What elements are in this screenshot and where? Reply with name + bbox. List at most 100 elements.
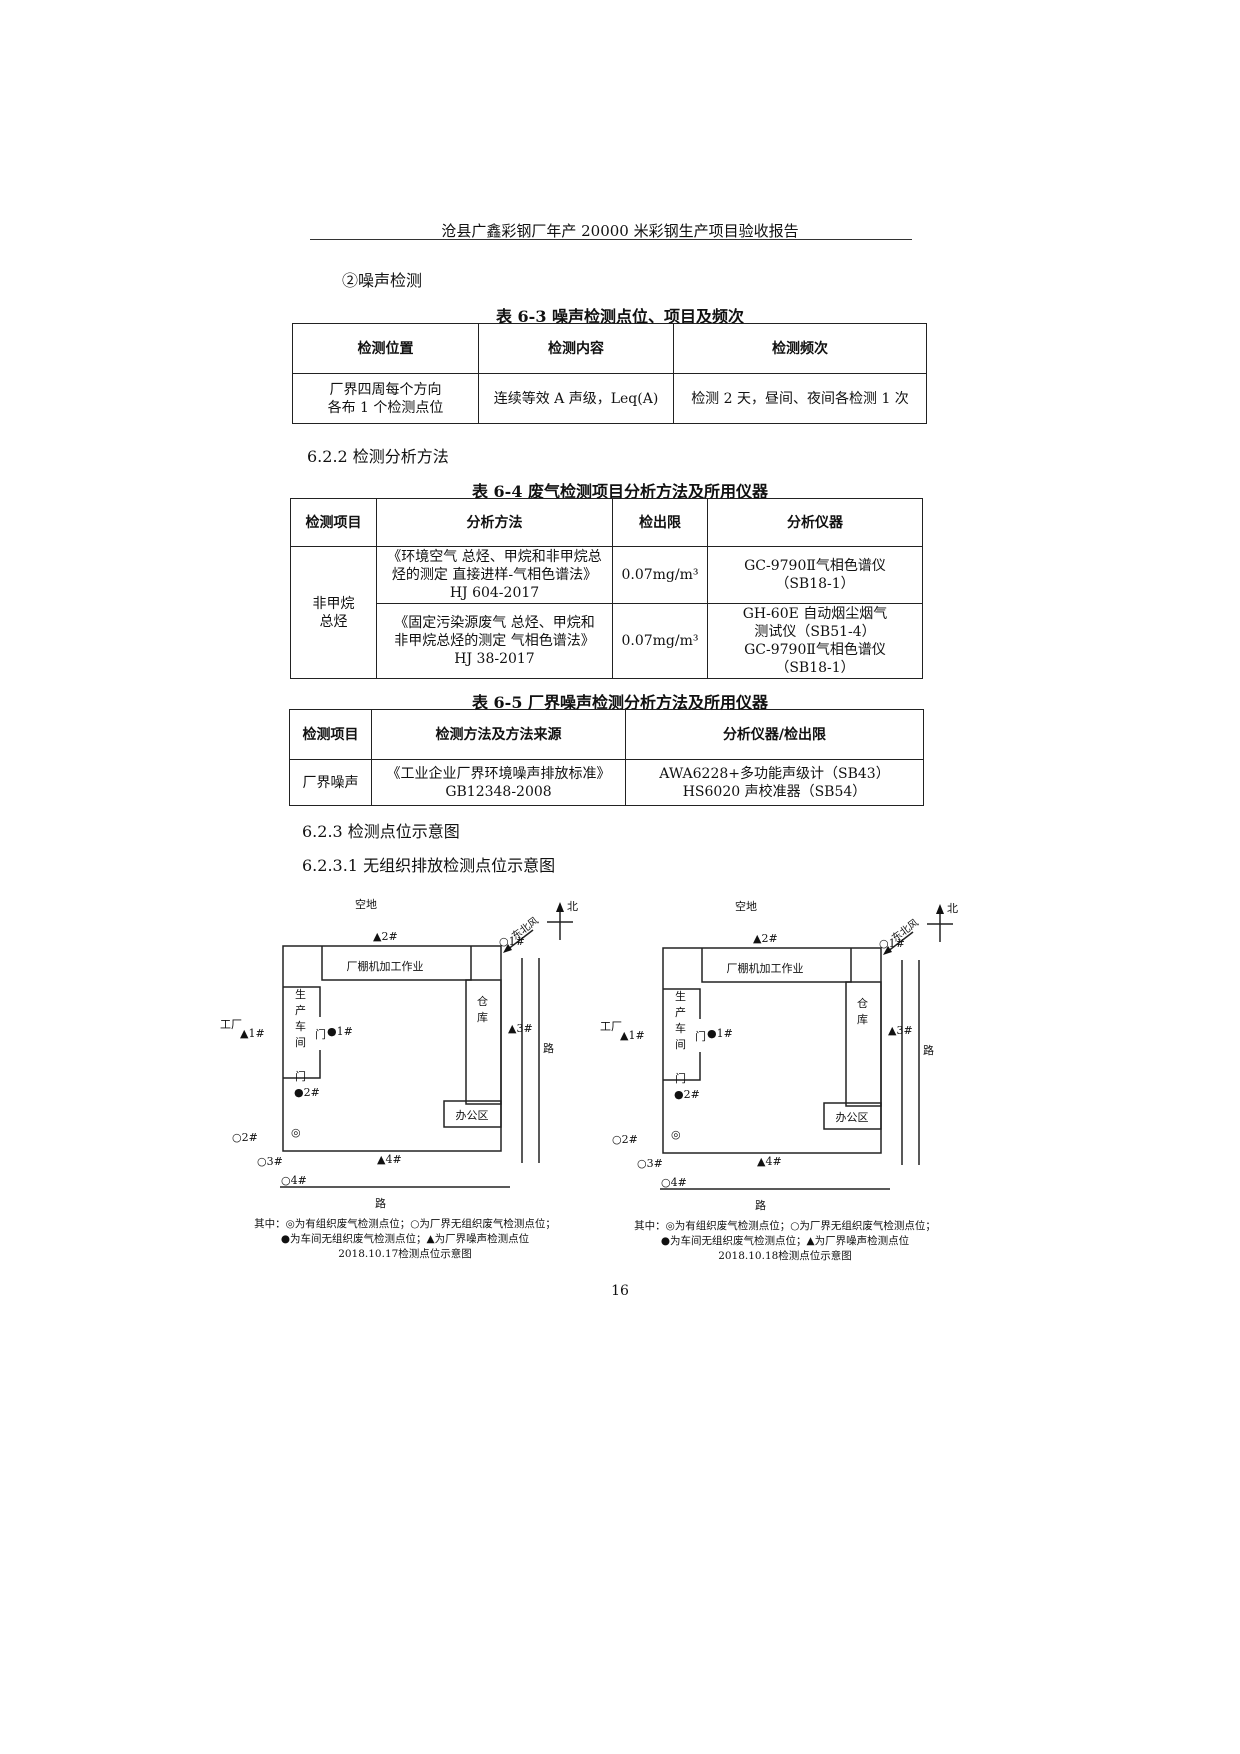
table-6-5: 检测项目 检测方法及方法来源 分析仪器/检出限 厂界噪声 《工业企业厂界环境噪声… — [289, 709, 924, 806]
boundary-point-1: ○1# — [499, 935, 525, 948]
wind-arrow-head — [883, 946, 892, 955]
table-6-4-method: 《固定污染源废气 总烃、甲烷和 非甲烷总烃的测定 气相色谱法》 HJ 38-20… — [376, 603, 613, 679]
table-6-3-location: 厂界四周每个方向 各布 1 个检测点位 — [292, 373, 479, 424]
stack-point: ◎ — [291, 1126, 301, 1139]
warehouse — [465, 979, 502, 1105]
shed-area — [701, 948, 852, 983]
shed-area — [321, 946, 472, 981]
sampling-diagram-2: 北 东北风 空地 厂棚机加工作业 生 产 车 间 仓 库 门 门 办公区 工厂 … — [600, 899, 958, 1262]
report-title: 沧县广鑫彩钢厂年产 20000 米彩钢生产项目验收报告 — [441, 222, 799, 240]
factory-label: 工厂 — [600, 1020, 622, 1033]
workshop-point-1: ●1# — [327, 1025, 353, 1038]
warehouse-label: 库 — [857, 1013, 868, 1026]
table-6-3-header: 检测频次 — [673, 323, 927, 374]
open-land-label: 空地 — [355, 897, 377, 911]
door-label: 门 — [675, 1071, 686, 1085]
section-6-2-2-title: 6.2.2 检测分析方法 — [307, 447, 449, 466]
workshop-label: 产 — [295, 1003, 306, 1017]
door-label: 门 — [695, 1029, 706, 1043]
table-6-5-header: 分析仪器/检出限 — [625, 709, 924, 760]
section-6-2-3-title: 6.2.3 检测点位示意图 — [302, 822, 460, 841]
workshop-label: 间 — [675, 1038, 686, 1051]
table-6-4-limit: 0.07mg/m³ — [612, 546, 708, 604]
wind-arrow-head — [503, 944, 512, 953]
workshop-label: 生 — [295, 987, 306, 1001]
road-right-label: 路 — [923, 1044, 934, 1057]
table-6-3-frequency: 检测 2 天，昼间、夜间各检测 1 次 — [673, 373, 927, 424]
boundary-point-3: ○3# — [637, 1157, 663, 1170]
workshop-wall — [663, 1052, 701, 1081]
table-6-4-caption: 表 6-4 废气检测项目分析方法及所用仪器 — [471, 482, 769, 501]
boundary-point-2: ○2# — [612, 1133, 638, 1146]
noise-point-2: ▲2# — [753, 932, 778, 945]
noise-point-3: ▲3# — [888, 1024, 913, 1037]
shed-label: 厂棚机加工作业 — [727, 961, 804, 975]
table-6-3: 检测位置 检测内容 检测频次 厂界四周每个方向 各布 1 个检测点位 连续等效 … — [292, 323, 927, 424]
wind-arrow — [506, 929, 534, 951]
table-6-5-item: 厂界噪声 — [289, 759, 372, 806]
noise-point-2: ▲2# — [373, 930, 398, 943]
header-rule — [310, 239, 912, 240]
road-bottom-label: 路 — [375, 1197, 386, 1210]
table-6-5-instrument: AWA6228+多功能声级计（SB43） HS6020 声校准器（SB54） — [625, 759, 924, 806]
wind-arrow — [886, 931, 914, 953]
table-6-4-header: 分析仪器 — [707, 498, 923, 547]
table-6-4-item: 非甲烷 总烃 — [290, 546, 377, 679]
legend-line-1: 其中：◎为有组织废气检测点位；○为厂界无组织废气检测点位； — [254, 1217, 556, 1230]
workshop-wall — [663, 988, 701, 1019]
workshop-label: 产 — [675, 1005, 686, 1019]
table-6-5-method: 《工业企业厂界环境噪声排放标准》 GB12348-2008 — [371, 759, 626, 806]
factory-label: 工厂 — [220, 1018, 242, 1031]
door-label: 门 — [295, 1069, 306, 1083]
legend-line-2: ●为车间无组织废气检测点位；▲为厂界噪声检测点位 — [661, 1234, 910, 1247]
section-6-2-3-1-title: 6.2.3.1 无组织排放检测点位示意图 — [302, 856, 556, 875]
noise-point-1: ▲1# — [240, 1027, 265, 1040]
warehouse-label: 仓 — [477, 994, 488, 1008]
legend-line-1: 其中：◎为有组织废气检测点位；○为厂界无组织废气检测点位； — [634, 1219, 936, 1232]
noise-point-4: ▲4# — [377, 1153, 402, 1166]
warehouse — [845, 981, 882, 1107]
workshop-wall — [283, 986, 321, 1017]
shed-label: 厂棚机加工作业 — [347, 959, 424, 973]
page-number: 16 — [611, 1283, 629, 1299]
boundary-point-2: ○2# — [232, 1131, 258, 1144]
office-label: 办公区 — [836, 1111, 869, 1124]
table-6-4-limit: 0.07mg/m³ — [612, 603, 708, 679]
table-6-3-header: 检测位置 — [292, 323, 479, 374]
open-land-label: 空地 — [735, 899, 757, 913]
workshop-label: 车 — [675, 1021, 686, 1035]
table-6-3-header: 检测内容 — [478, 323, 674, 374]
table-6-5-header: 检测项目 — [289, 709, 372, 760]
table-6-3-content: 连续等效 A 声级，Leq(A) — [478, 373, 674, 424]
diagram-caption: 2018.10.18检测点位示意图 — [718, 1249, 852, 1262]
table-6-3-caption: 表 6-3 噪声检测点位、项目及频次 — [495, 307, 745, 326]
noise-section-title: ②噪声检测 — [342, 271, 423, 290]
table-6-5-caption: 表 6-5 厂界噪声检测分析方法及所用仪器 — [471, 693, 769, 712]
stack-point: ◎ — [671, 1128, 681, 1141]
road-bottom-label: 路 — [755, 1199, 766, 1212]
north-arrow-head — [556, 902, 564, 912]
office-area — [823, 1102, 882, 1130]
diagram-caption: 2018.10.17检测点位示意图 — [338, 1247, 472, 1260]
workshop-label: 车 — [295, 1019, 306, 1033]
warehouse-label: 仓 — [857, 996, 868, 1010]
table-6-5-header: 检测方法及方法来源 — [371, 709, 626, 760]
boundary-point-4: ○4# — [281, 1174, 307, 1187]
table-6-4-header: 检出限 — [612, 498, 708, 547]
workshop-point-2: ●2# — [674, 1088, 700, 1101]
table-6-4-header: 检测项目 — [290, 498, 377, 547]
noise-point-1: ▲1# — [620, 1029, 645, 1042]
table-6-4-method: 《环境空气 总烃、甲烷和非甲烷总 烃的测定 直接进样-气相色谱法》 HJ 604… — [376, 546, 613, 604]
workshop-point-1: ●1# — [707, 1027, 733, 1040]
table-6-4-instrument: GH-60E 自动烟尘烟气 测试仪（SB51-4） GC-9790Ⅱ气相色谱仪 … — [707, 603, 923, 679]
workshop-label: 间 — [295, 1036, 306, 1049]
north-label: 北 — [947, 902, 958, 915]
north-label: 北 — [567, 900, 578, 913]
table-6-4: 检测项目 分析方法 检出限 分析仪器 非甲烷 总烃 《环境空气 总烃、甲烷和非甲… — [290, 498, 923, 679]
warehouse-label: 库 — [477, 1011, 488, 1024]
workshop-point-2: ●2# — [294, 1086, 320, 1099]
door-label: 门 — [315, 1027, 326, 1041]
sampling-diagram-1: 北 东北风 空地 厂棚机加工作业 生 产 车 间 仓 库 门 门 办公区 工厂 … — [220, 897, 578, 1260]
legend-line-2: ●为车间无组织废气检测点位；▲为厂界噪声检测点位 — [281, 1232, 530, 1245]
boundary-point-4: ○4# — [661, 1176, 687, 1189]
